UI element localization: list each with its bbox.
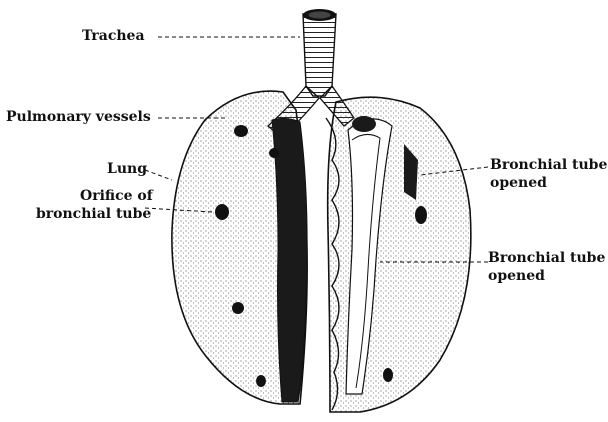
- label-lung: Lung: [107, 161, 147, 177]
- label-trachea: Trachea: [82, 28, 145, 44]
- label-bronchial-tube-lower-line2: opened: [488, 268, 545, 284]
- label-orifice-line1: Orifice of: [80, 188, 153, 204]
- label-orifice-line2: bronchial tube: [36, 206, 151, 222]
- right-lung-shape: [326, 97, 471, 412]
- label-bronchial-tube-lower-line1: Bronchial tube: [488, 250, 605, 266]
- label-pulmonary-vessels: Pulmonary vessels: [6, 109, 151, 125]
- left-lung-shape: [172, 91, 307, 404]
- trachea-shape: [303, 9, 336, 96]
- label-bronchial-tube-upper-line1: Bronchial tube: [490, 157, 607, 173]
- label-bronchial-tube-upper-line2: opened: [490, 175, 547, 191]
